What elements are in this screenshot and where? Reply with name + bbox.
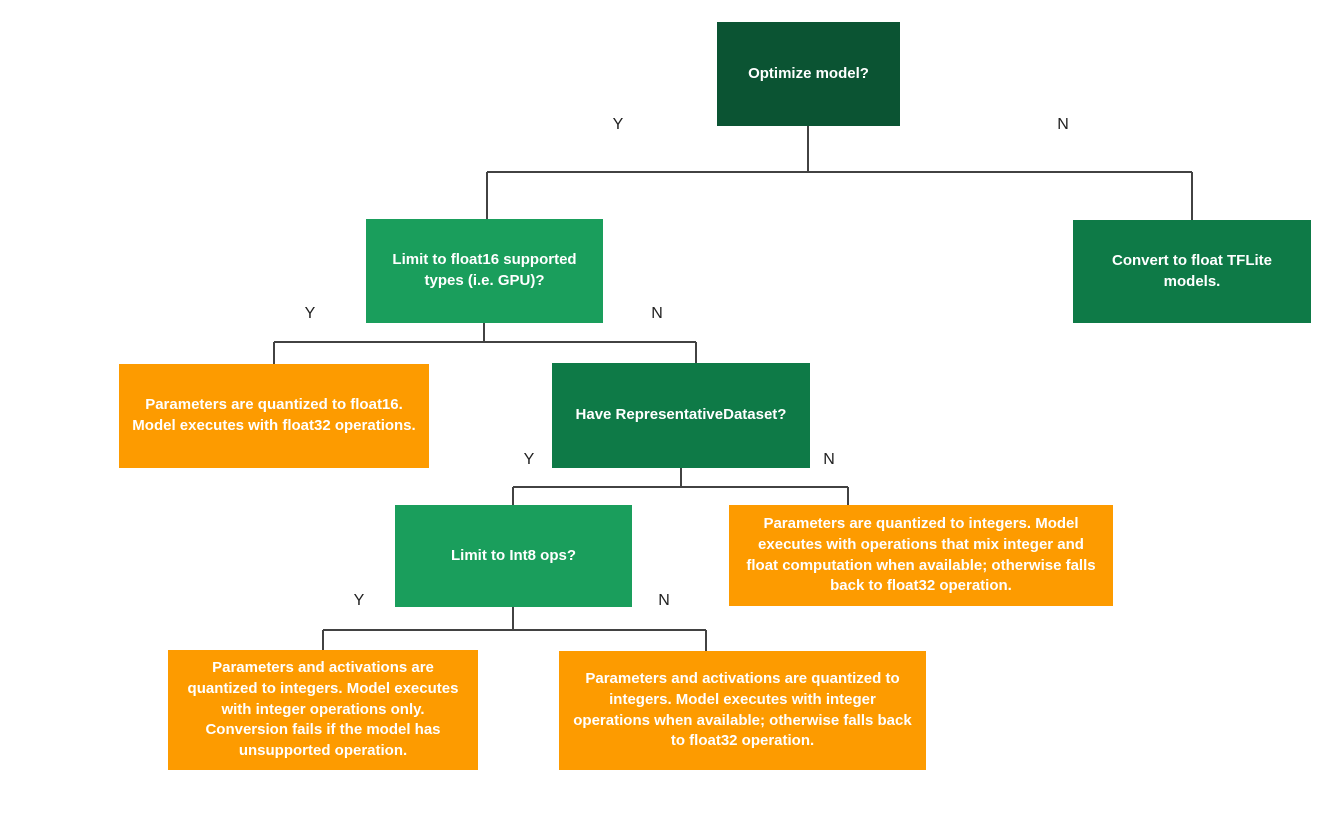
node-convert-float-tflite-label: Convert to float TFLite models. (1112, 251, 1272, 290)
node-have-representative-dataset-label: Have RepresentativeDataset? (575, 406, 787, 424)
node-limit-int8-ops: Limit to Int8 ops? (395, 505, 632, 607)
node-convert-float-tflite: Convert to float TFLite models. (1073, 220, 1311, 323)
connector-optimize-branch (486, 126, 1193, 220)
connector-repdataset-branch (512, 468, 849, 505)
node-mixed-quantization-result: Parameters are quantized to integers. Mo… (729, 505, 1113, 606)
edge-label-optimize-no: N (1057, 116, 1069, 133)
node-have-representative-dataset: Have RepresentativeDataset? (552, 363, 810, 468)
edge-label-repdataset-no: N (823, 451, 835, 468)
node-integer-only-result: Parameters and activations are quantized… (168, 650, 478, 770)
node-limit-float16: Limit to float16 supported types (i.e. G… (366, 219, 603, 323)
node-optimize-model-label: Optimize model? (748, 64, 869, 82)
connector-float16-branch (273, 323, 697, 364)
node-quantized-float16-result: Parameters are quantized to float16. Mod… (119, 364, 429, 468)
node-integer-fallback-result: Parameters and activations are quantized… (559, 651, 926, 770)
edge-label-float16-no: N (651, 305, 663, 322)
edge-label-repdataset-yes: Y (523, 451, 535, 468)
node-mixed-quantization-result-label: Parameters are quantized to integers. Mo… (746, 515, 1096, 595)
edge-label-float16-yes: Y (304, 305, 316, 322)
node-optimize-model: Optimize model? (717, 22, 900, 126)
node-limit-float16-label: Limit to float16 supported types (i.e. G… (392, 251, 577, 289)
node-quantized-float16-result-label: Parameters are quantized to float16. Mod… (132, 396, 416, 434)
edge-label-optimize-yes: Y (612, 116, 624, 133)
edge-label-int8-no: N (658, 592, 670, 609)
node-integer-only-result-label: Parameters and activations are quantized… (187, 659, 459, 760)
connector-int8-branch (322, 607, 707, 651)
edge-label-int8-yes: Y (353, 592, 365, 609)
node-integer-fallback-result-label: Parameters and activations are quantized… (573, 670, 912, 750)
node-limit-int8-ops-label: Limit to Int8 ops? (451, 546, 576, 564)
